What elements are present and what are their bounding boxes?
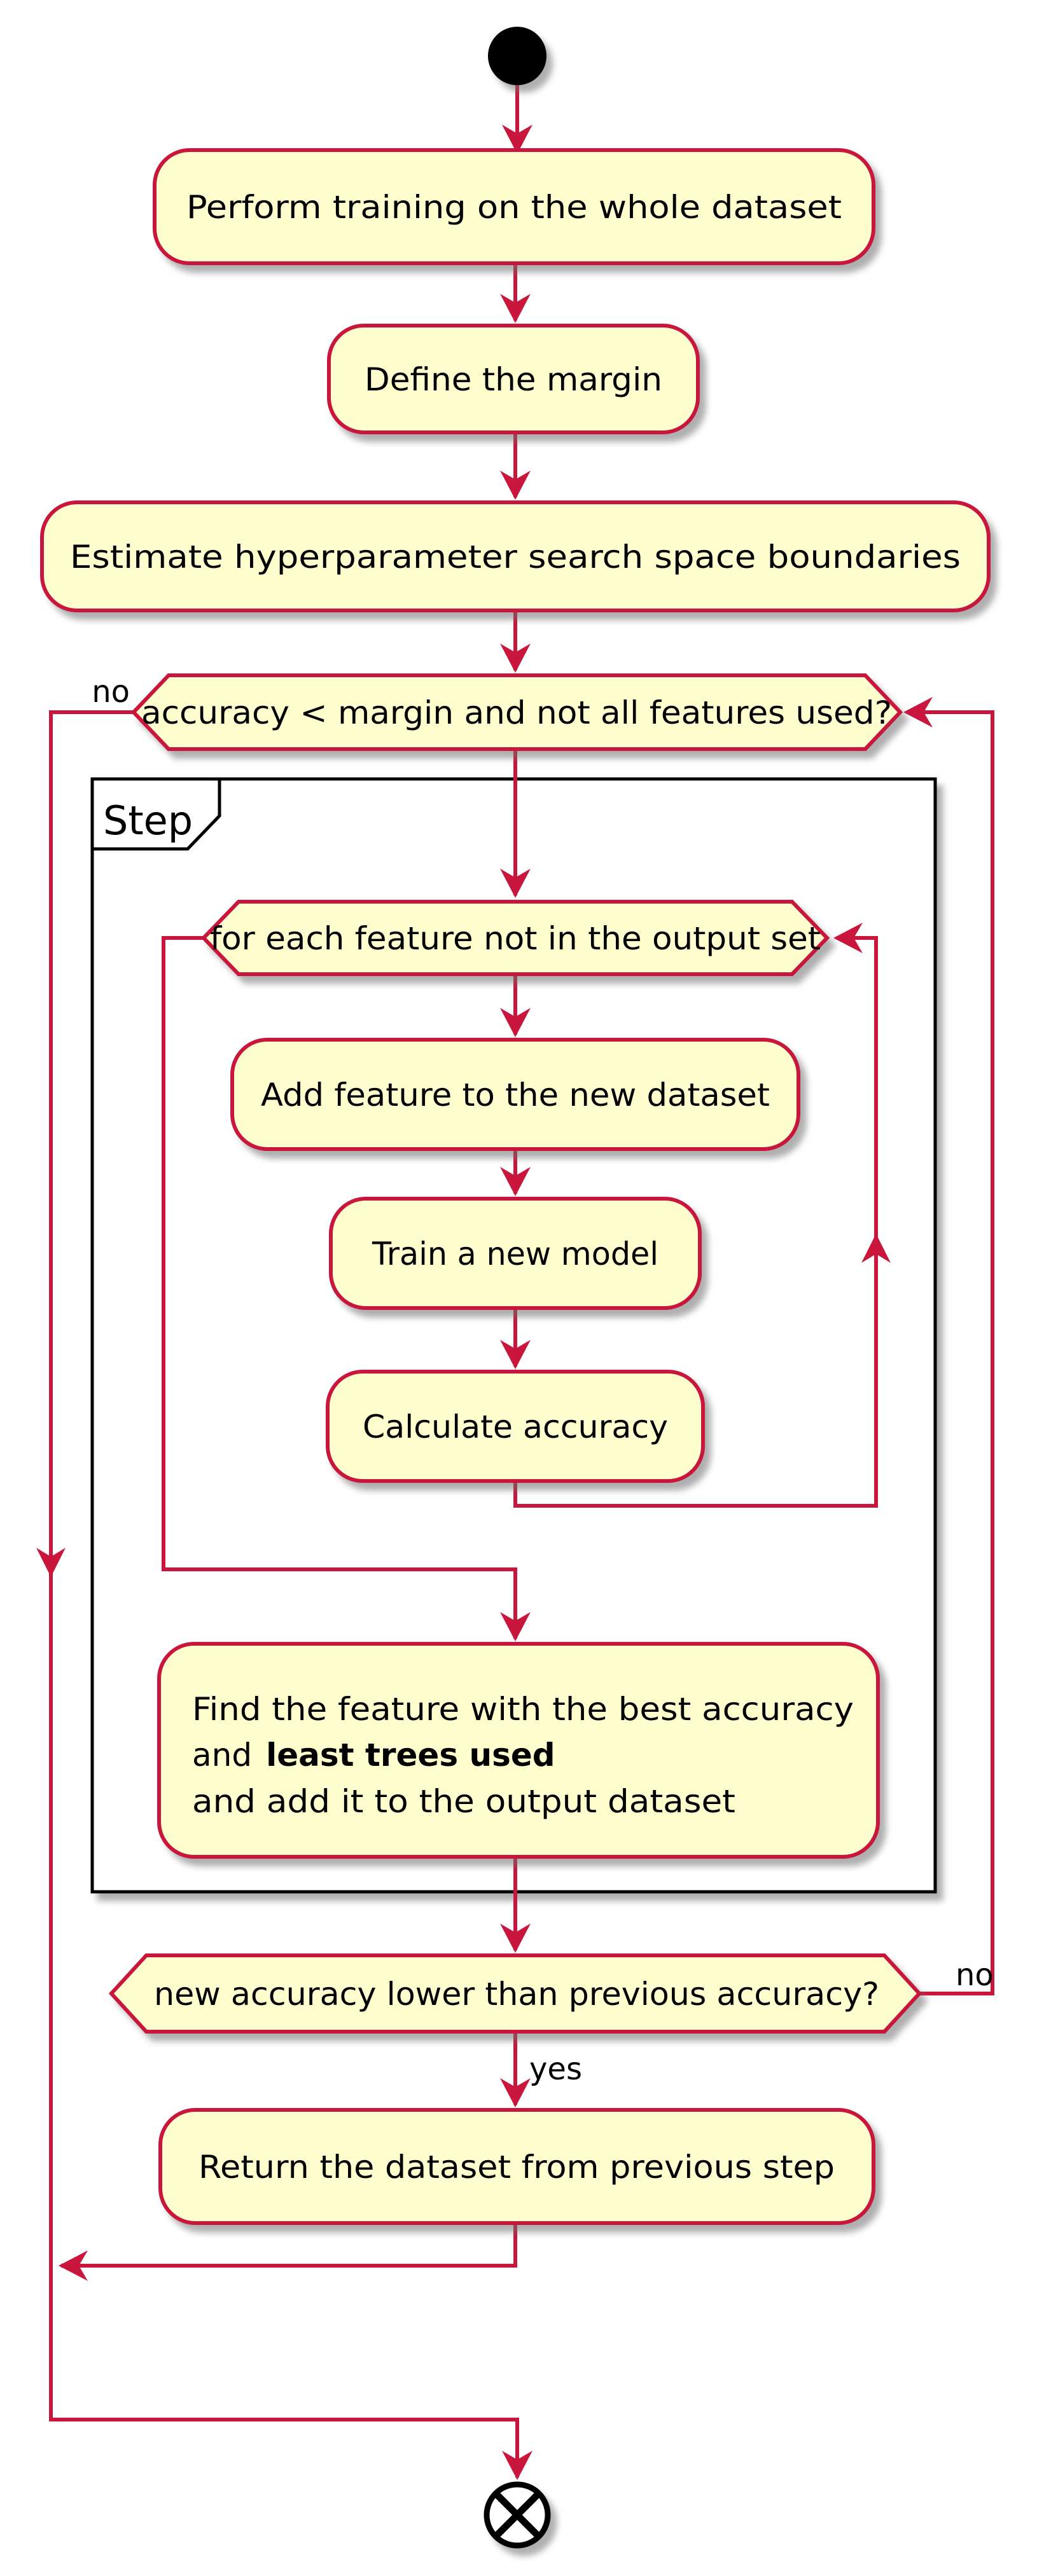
start-node — [488, 27, 546, 85]
arrowhead-into-estimate — [500, 471, 531, 500]
activity-estimate-boundaries — [40, 500, 991, 612]
label-define-margin: Define the margin — [365, 361, 662, 398]
arrowhead-into-foreach — [500, 869, 531, 898]
label-find-feature-line1: Find the feature with the best accuracy — [192, 1691, 854, 1728]
decision-exit-condition — [108, 1953, 922, 2034]
decision-foreach-condition — [200, 900, 830, 976]
edges — [36, 85, 994, 2480]
activity-return-dataset — [158, 2108, 875, 2225]
activity-train-model — [329, 1197, 702, 1310]
arrowhead-into-perform-training — [502, 125, 532, 154]
arrowhead-left-line-down — [36, 1548, 66, 1577]
arrowhead-into-while-right — [903, 697, 933, 727]
label-find-feature: Find the feature with the best accuracy … — [192, 1691, 854, 1820]
label-find-feature-line3: and add it to the output dataset — [192, 1783, 735, 1820]
label-train-model: Train a new model — [372, 1236, 658, 1272]
activity-find-feature — [157, 1642, 880, 1859]
arrowhead-into-end — [502, 2451, 532, 2480]
label-find-feature-line2-bold: least trees used — [266, 1737, 555, 1774]
end-node — [484, 2481, 551, 2549]
label-find-feature-line2: and least trees used — [192, 1737, 555, 1774]
arrowhead-into-train — [500, 1167, 531, 1196]
label-calculate-accuracy: Calculate accuracy — [363, 1409, 668, 1445]
arrowhead-into-foreach-right — [833, 923, 863, 953]
frame-step-tab — [90, 777, 221, 851]
activity-add-feature — [230, 1038, 800, 1151]
label-while-condition: accuracy < margin and not all features u… — [141, 694, 892, 731]
arrowhead-into-return — [500, 2078, 531, 2107]
label-return-dataset: Return the dataset from previous step — [198, 2149, 835, 2186]
arrowhead-into-while-decision — [500, 644, 531, 673]
decision-while-condition — [130, 673, 903, 751]
edge-exit-decision-no-to-while — [908, 710, 994, 1995]
frame-step-title: Step — [103, 797, 193, 844]
edge-label-exit-yes: yes — [529, 2051, 582, 2087]
arrowhead-into-find-feature — [500, 1612, 531, 1641]
edge-foreach-exit-to-find-feature — [162, 936, 517, 1639]
activity-define-margin — [327, 324, 700, 434]
edge-while-no-to-end — [49, 710, 519, 2477]
arrowhead-into-exit-decision — [500, 1924, 531, 1953]
label-perform-training: Perform training on the whole dataset — [186, 189, 842, 226]
arrowhead-loopback-up — [861, 1234, 891, 1263]
edge-return-to-left-line — [61, 2223, 517, 2268]
label-estimate-boundaries: Estimate hyperparameter search space bou… — [70, 539, 961, 575]
end-node-x-stroke-2 — [494, 2491, 541, 2538]
edge-label-while-no: no — [92, 674, 130, 710]
label-find-feature-line2-prefix: and — [192, 1737, 252, 1774]
edge-loopback-calculate-to-foreach — [513, 936, 878, 1508]
arrowhead-into-add-feature — [500, 1008, 531, 1037]
label-exit-condition: new accuracy lower than previous accurac… — [154, 1976, 879, 2013]
label-foreach-condition: for each feature not in the output set — [210, 920, 821, 957]
activity-calculate-accuracy — [326, 1370, 705, 1483]
edge-label-exit-no: no — [956, 1957, 994, 1993]
label-add-feature: Add feature to the new dataset — [261, 1077, 770, 1113]
arrowhead-into-calculate — [500, 1340, 531, 1369]
arrowhead-into-define-margin — [500, 294, 531, 323]
activity-perform-training — [153, 148, 875, 265]
arrowhead-return-merge — [59, 2250, 88, 2281]
